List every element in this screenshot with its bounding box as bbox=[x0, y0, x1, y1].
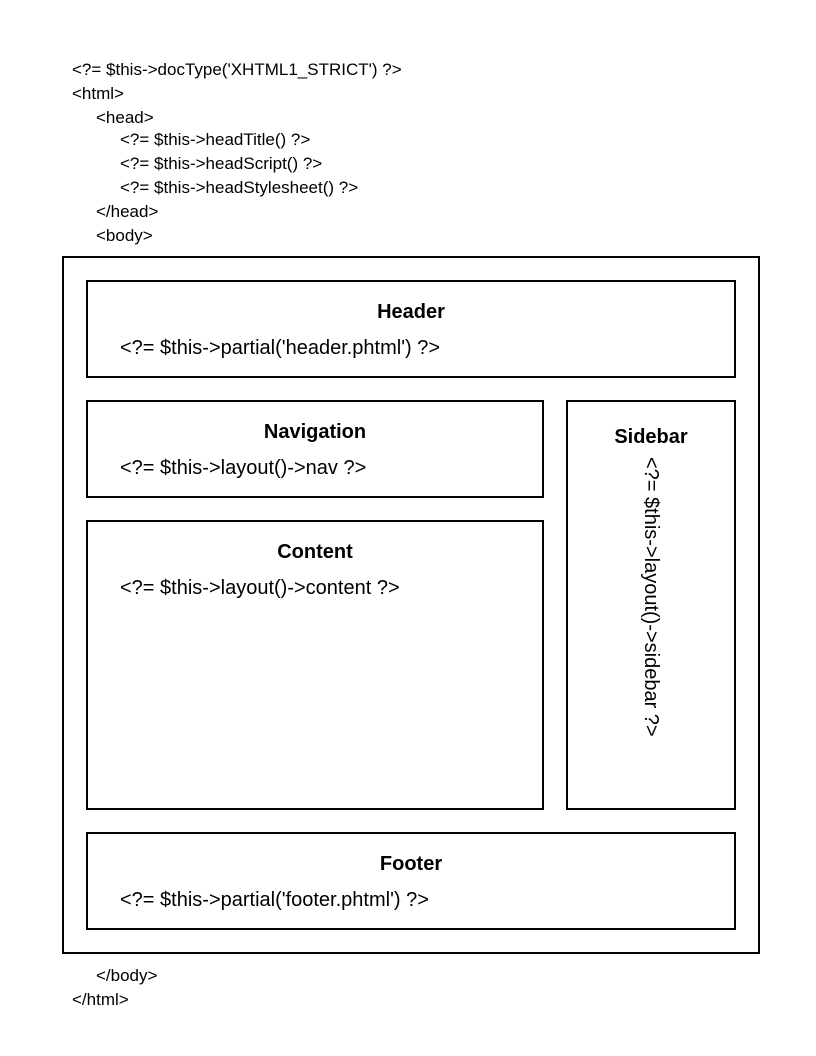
sidebar-title: Sidebar bbox=[614, 426, 688, 448]
head-stylesheet-line: <?= $this->headStylesheet() ?> bbox=[120, 178, 359, 197]
navigation-code: <?= $this->layout()->nav ?> bbox=[120, 457, 367, 479]
sidebar-code: <?= $this->layout()->sidebar ?> bbox=[640, 457, 662, 737]
header-box: Header <?= $this->partial('header.phtml'… bbox=[86, 280, 736, 378]
html-close-line: </html> bbox=[72, 990, 129, 1009]
head-title-line: <?= $this->headTitle() ?> bbox=[120, 130, 311, 149]
footer-code: <?= $this->partial('footer.phtml') ?> bbox=[120, 889, 429, 911]
header-code: <?= $this->partial('header.phtml') ?> bbox=[120, 337, 441, 359]
body-close-line: </body> bbox=[96, 966, 158, 985]
footer-box: Footer <?= $this->partial('footer.phtml'… bbox=[86, 832, 736, 930]
html-open-line: <html> bbox=[72, 84, 124, 103]
header-title: Header bbox=[377, 301, 445, 323]
head-open-line: <head> bbox=[96, 108, 154, 127]
content-box: Content <?= $this->layout()->content ?> bbox=[86, 520, 544, 810]
body-open-line: <body> bbox=[96, 226, 153, 245]
navigation-title: Navigation bbox=[263, 421, 367, 443]
head-script-line: <?= $this->headScript() ?> bbox=[120, 154, 323, 173]
content-title: Content bbox=[277, 541, 353, 563]
navigation-box: Navigation <?= $this->layout()->nav ?> bbox=[86, 400, 544, 498]
footer-title: Footer bbox=[379, 853, 443, 875]
content-code: <?= $this->layout()->content ?> bbox=[120, 577, 400, 599]
head-close-line: </head> bbox=[96, 202, 159, 221]
doctype-line: <?= $this->docType('XHTML1_STRICT') ?> bbox=[72, 60, 402, 79]
sidebar-box: Sidebar <?= $this->layout()->sidebar ?> bbox=[566, 400, 736, 810]
